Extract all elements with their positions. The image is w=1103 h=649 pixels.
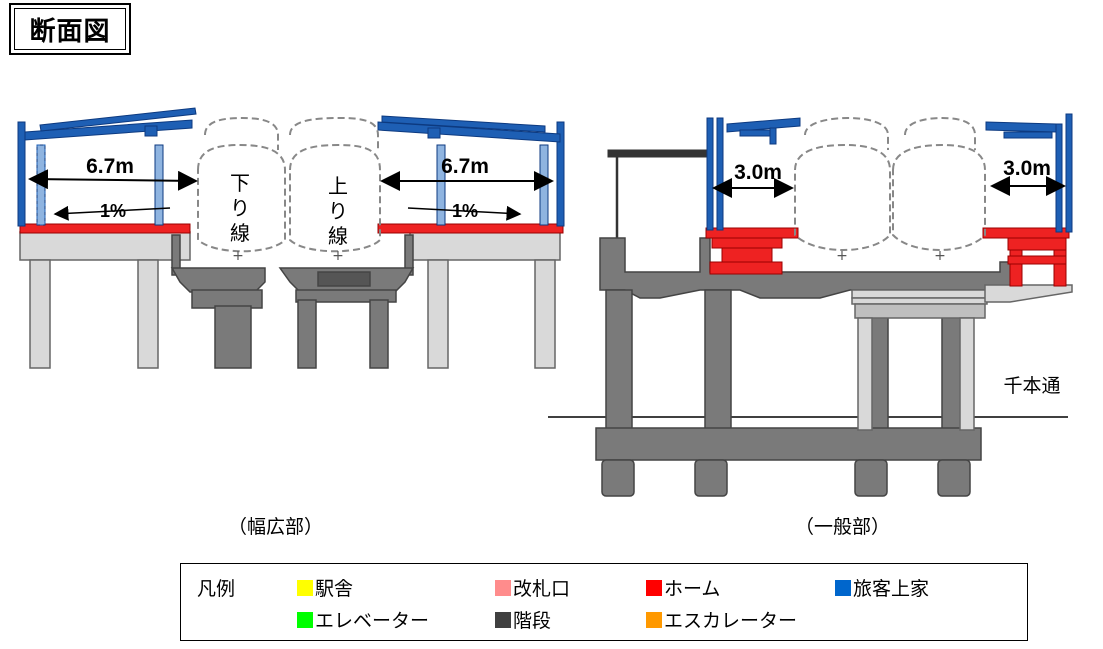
general-left-canopy: [706, 117, 801, 231]
wide-left-width-label: 6.7m: [86, 155, 134, 178]
yellow-swatch: [297, 579, 313, 596]
legend-label: 旅客上家: [853, 578, 930, 600]
wide-left-slope-arrow: [53, 205, 171, 221]
general-section: + + 3.0m 3.0m 千本通: [548, 113, 1073, 497]
wide-section: + + 下 り 線 上 り 線 6.7m 6.7m 1% 1%: [17, 107, 565, 369]
wide-left-dimension-line: [28, 169, 198, 191]
general-section-caption: （一般部）: [795, 516, 891, 538]
legend-item-ticket-gate: 改札口: [495, 574, 570, 601]
track-up-char-2: り: [328, 201, 348, 223]
wide-left-platform: [19, 223, 191, 234]
legend-item-escalator: エスカレーター: [646, 606, 797, 633]
general-rail-marker-left: +: [836, 248, 848, 264]
wide-right-slope-arrow: [407, 205, 522, 221]
wide-section-caption: （幅広部）: [228, 516, 324, 538]
legend-label: 階段: [513, 610, 552, 632]
legend-label: 駅舎: [315, 578, 354, 600]
title-box: 断面図: [9, 3, 131, 55]
track-up-char-3: 線: [328, 225, 348, 248]
legend: 凡例 駅舎 改札口 ホーム 旅客上家 エレベーター 階段 エスカレーター: [180, 563, 1028, 641]
legend-item-stairs: 階段: [495, 606, 551, 633]
wide-central-viaduct: [170, 234, 415, 369]
wide-right-slope-label: 1%: [452, 201, 478, 221]
blue-swatch: [835, 579, 851, 596]
track-down-char-3: 線: [230, 222, 250, 245]
orange-swatch: [646, 611, 662, 628]
street-label: 千本通: [1003, 375, 1060, 397]
legend-item-elevator: エレベーター: [297, 606, 429, 633]
wide-right-width-label: 6.7m: [441, 155, 489, 178]
pink-swatch: [495, 579, 511, 596]
track-up-char-1: 上: [328, 175, 348, 198]
wide-train-envelopes: [197, 116, 381, 253]
legend-label: エレベーター: [315, 610, 430, 632]
general-left-platform: [705, 227, 799, 275]
wide-left-platform-structure: [19, 231, 191, 369]
wide-rail-marker-right: +: [332, 248, 344, 264]
legend-title: 凡例: [197, 578, 236, 600]
red-swatch: [646, 579, 662, 596]
legend-item-station-building: 駅舎: [297, 574, 353, 601]
legend-item-canopy: 旅客上家: [835, 574, 929, 601]
legend-label: エスカレーター: [664, 610, 798, 632]
wide-rail-marker-left: +: [232, 248, 244, 264]
dark-gray-swatch: [495, 611, 511, 628]
track-down-char-1: 下: [230, 173, 250, 195]
senbon-street-deck: [851, 284, 1073, 431]
legend-item-platform: ホーム: [646, 574, 720, 601]
wide-left-slope-label: 1%: [100, 201, 126, 221]
page-title: 断面図: [14, 8, 126, 50]
wide-right-platform-structure: [409, 231, 561, 369]
general-left-fence: [607, 149, 709, 240]
general-right-platform: [982, 227, 1070, 287]
general-viaduct: [595, 237, 1013, 497]
legend-label: 改札口: [513, 578, 571, 600]
track-down-char-2: り: [230, 198, 250, 220]
general-left-width-label: 3.0m: [734, 161, 782, 184]
general-train-envelopes: [794, 116, 986, 251]
legend-label: ホーム: [664, 578, 721, 600]
general-right-width-label: 3.0m: [1003, 157, 1051, 180]
general-rail-marker-right: +: [934, 248, 946, 264]
green-swatch: [297, 611, 313, 628]
wide-right-platform: [377, 223, 564, 234]
